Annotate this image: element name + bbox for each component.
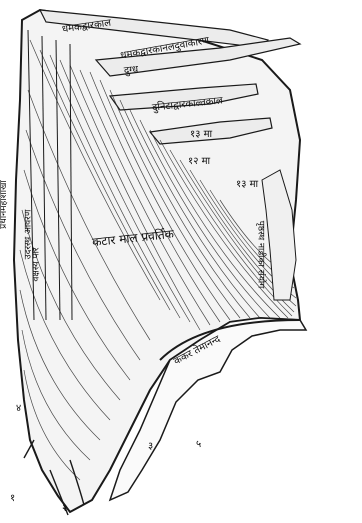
label-mid-2: १२ मा <box>188 153 210 167</box>
label-mid-3: १३ मा <box>236 176 258 190</box>
number-5: ५ <box>196 436 201 450</box>
number-2: २ <box>62 500 67 514</box>
label-left-vertical-1: प्रधानमहाशाखा <box>0 180 9 229</box>
number-4: ४ <box>16 400 21 414</box>
number-1: १ <box>10 490 15 504</box>
label-right-vertical: पृष्ठस्थ नाडीका संयोग <box>255 221 264 289</box>
label-top-3: दुग्ध <box>124 65 139 76</box>
label-mid-1: १३ मा <box>190 126 212 140</box>
label-left-vertical-3: वक्षस्य पार <box>33 247 42 281</box>
number-3: ३ <box>148 438 153 452</box>
